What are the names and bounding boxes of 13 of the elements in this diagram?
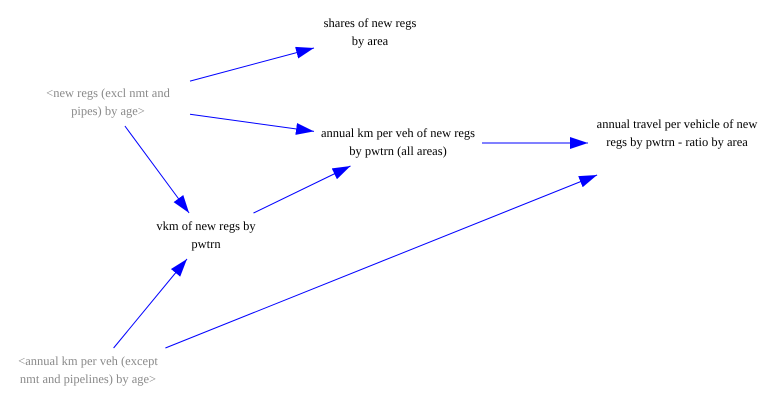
variable-label: <new regs (excl nmt and pipes) by age> xyxy=(45,85,171,120)
arrow xyxy=(190,46,314,82)
arrow xyxy=(482,137,588,149)
variable-label: vkm of new regs by pwtrn xyxy=(155,218,257,253)
variable-label: annual km per veh of new regs by pwtrn (all areas) xyxy=(320,125,476,160)
arrow xyxy=(164,174,598,348)
arrow xyxy=(113,258,188,348)
arrow xyxy=(253,166,351,214)
variable-label: <annual km per veh (except nmt and pipelines) by age> xyxy=(17,353,159,388)
variable-label: shares of new regs by area xyxy=(322,15,418,50)
variable-label: annual travel per vehicle of new regs by pwtrn - ratio by area xyxy=(596,116,758,151)
arrow xyxy=(190,114,314,135)
arrow xyxy=(124,126,190,214)
